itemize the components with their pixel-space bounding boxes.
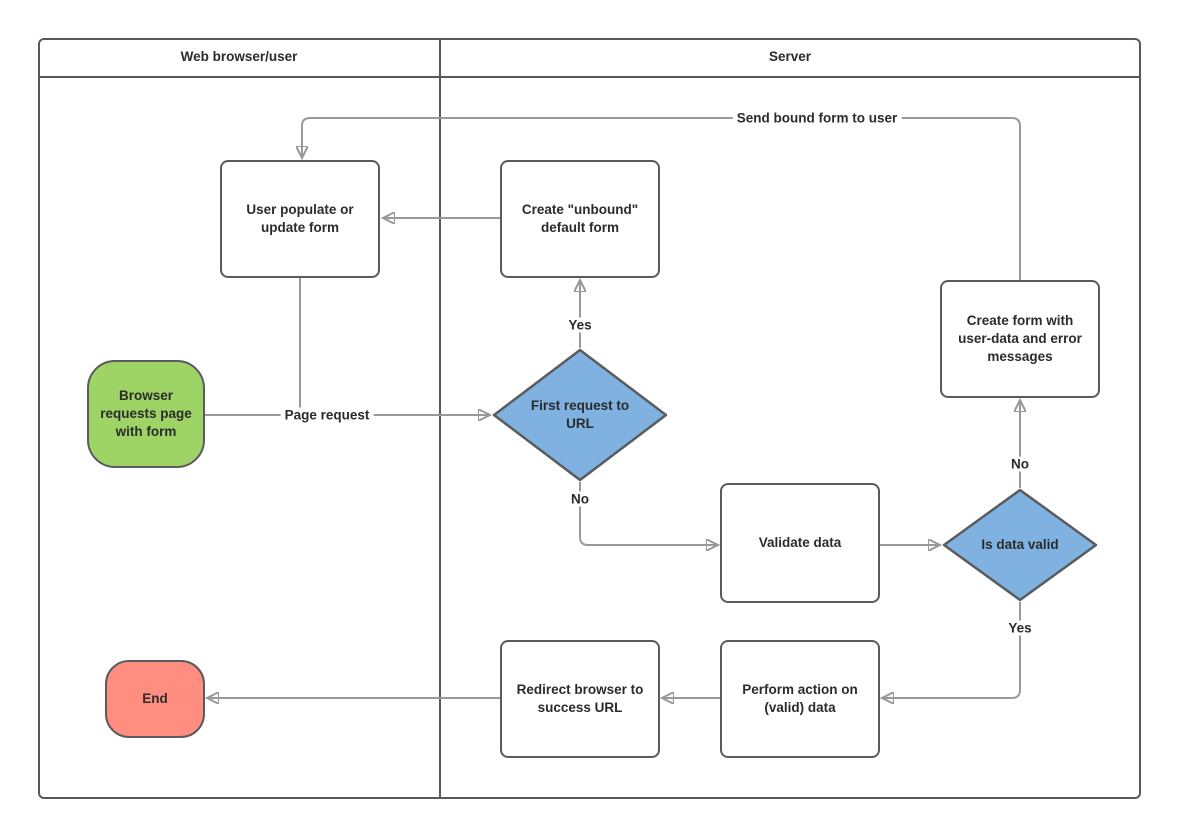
edge-label-first-request-yes: Yes (564, 317, 596, 333)
start-node-browser-requests: Browser requests page with form (87, 360, 205, 468)
decision-node-first-request (492, 348, 668, 487)
process-node-label: Validate data (758, 534, 842, 550)
process-node-create-unbound: Create "unbound" default form (500, 160, 660, 278)
connector-first-request-no (579, 482, 717, 545)
process-node-validate-data: Validate data (720, 483, 880, 603)
swimlane-pool (38, 38, 1141, 799)
process-node-label: Redirect browser to success URL (516, 681, 644, 715)
lane-header-divider (38, 76, 1141, 78)
lane-title-web-browser-user: Web browser/user (180, 49, 298, 64)
decision-node-is-data-valid (942, 488, 1098, 607)
decision-label-is-data-valid: Is data valid (981, 536, 1059, 552)
process-node-label: User populate or update form (246, 201, 354, 235)
end-node: End (105, 660, 205, 738)
end-node-label: End (142, 690, 168, 706)
edge-label-send-bound-form: Send bound form to user (732, 110, 902, 126)
process-node-user-populate: User populate or update form (220, 160, 380, 278)
decision-diamond-shape (942, 488, 1098, 602)
edge-label-page-request: Page request (280, 407, 374, 423)
process-node-create-form-errors: Create form with user-data and error mes… (940, 280, 1100, 398)
process-node-label: Create form with user-data and error mes… (958, 312, 1082, 365)
edge-label-isvalid-no: No (1007, 456, 1033, 472)
lane-divider (439, 38, 441, 799)
process-node-redirect-browser: Redirect browser to success URL (500, 640, 660, 758)
edge-label-isvalid-yes: Yes (1004, 620, 1036, 636)
process-node-label: Perform action on (valid) data (742, 681, 858, 715)
process-node-label: Create "unbound" default form (521, 201, 639, 235)
decision-diamond-shape (492, 348, 668, 482)
connector-isvalid-yes (883, 602, 1021, 698)
connector-send-bound-form (302, 117, 1021, 280)
lane-title-server: Server (768, 49, 812, 64)
process-node-perform-action: Perform action on (valid) data (720, 640, 880, 758)
decision-label-first-request: First request to URL (530, 397, 630, 431)
start-node-label: Browser requests page with form (100, 387, 192, 440)
edge-label-first-request-no: No (567, 491, 593, 507)
